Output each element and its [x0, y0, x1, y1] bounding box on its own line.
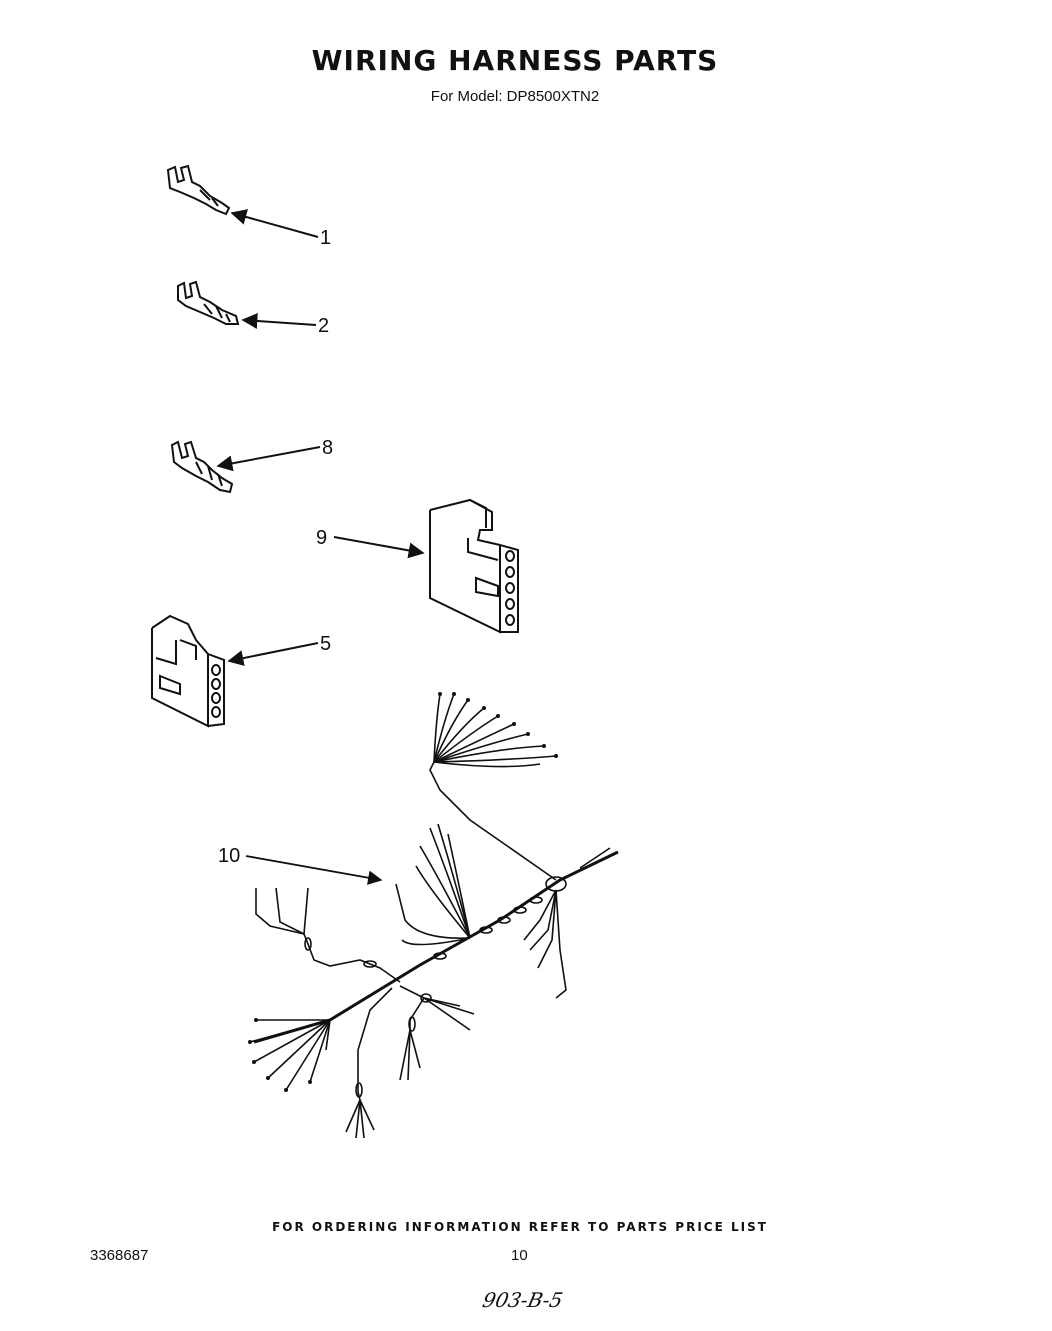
page-number: 10 [511, 1247, 528, 1264]
part-1-terminal [166, 164, 319, 238]
callout-1: 1 [320, 227, 331, 249]
part-2-terminal [177, 280, 317, 329]
document-number: 3368687 [90, 1247, 149, 1264]
handwritten-code: 903-B-5 [480, 1288, 566, 1312]
part-9-connector [333, 498, 519, 634]
callout-5: 5 [320, 633, 331, 655]
part-5-connector [151, 614, 319, 728]
callout-8: 8 [322, 437, 333, 459]
callout-2: 2 [318, 315, 329, 337]
callout-10: 10 [218, 845, 240, 867]
page-title: WIRING HARNESS PARTS [311, 44, 719, 77]
model-subtitle: For Model: DP8500XTN2 [430, 88, 600, 105]
part-10-wiring-harness [245, 692, 619, 1139]
ordering-note: FOR ORDERING INFORMATION REFER TO PARTS … [272, 1220, 768, 1234]
callout-9: 9 [316, 527, 327, 549]
part-8-terminal [170, 440, 321, 494]
